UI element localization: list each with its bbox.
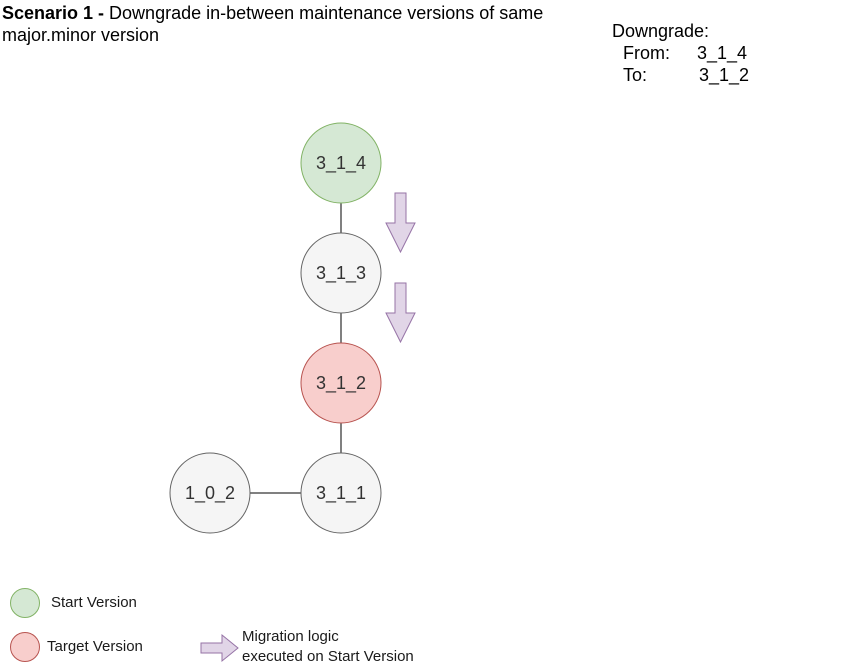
legend-migration-label: Migration logic executed on Start Versio… [242,627,414,667]
diagram-title: Scenario 1 - Downgrade in-between mainte… [2,2,582,46]
node-1-0-2: 1_0_2 [169,452,251,534]
legend-target-swatch-icon [10,632,40,662]
node-1-0-2-label: 1_0_2 [185,483,235,504]
legend-arrow-icon [200,633,239,663]
info-to-label: To: [623,65,648,85]
node-3-1-3: 3_1_3 [300,232,382,314]
node-3-1-1: 3_1_1 [300,452,382,534]
info-from-row: From: 3_1_4 [612,42,749,64]
node-3-1-4: 3_1_4 [300,122,382,204]
migration-arrow-icon [385,192,416,254]
info-to-row: To: 3_1_2 [612,64,749,86]
legend-migration-line1: Migration logic [242,628,339,645]
legend-target-label: Target Version [47,638,143,655]
migration-arrow-icon [385,282,416,344]
title-bold: Scenario 1 - [2,3,110,23]
legend-start-label: Start Version [51,594,137,611]
legend-migration-line2: executed on Start Version [242,648,414,665]
info-from-label: From: [623,43,670,63]
node-3-1-3-label: 3_1_3 [316,263,366,284]
downgrade-info: Downgrade: From: 3_1_4 To: 3_1_2 [612,20,749,86]
node-3-1-1-label: 3_1_1 [316,483,366,504]
info-from-value: 3_1_4 [697,43,748,63]
info-to-value: 3_1_2 [699,65,750,85]
node-3-1-2-label: 3_1_2 [316,373,366,394]
info-heading: Downgrade: [612,21,710,41]
node-3-1-2: 3_1_2 [300,342,382,424]
legend-start-swatch-icon [10,588,40,618]
node-3-1-4-label: 3_1_4 [316,153,366,174]
title-text: Downgrade in-between maintenance version… [2,3,544,45]
